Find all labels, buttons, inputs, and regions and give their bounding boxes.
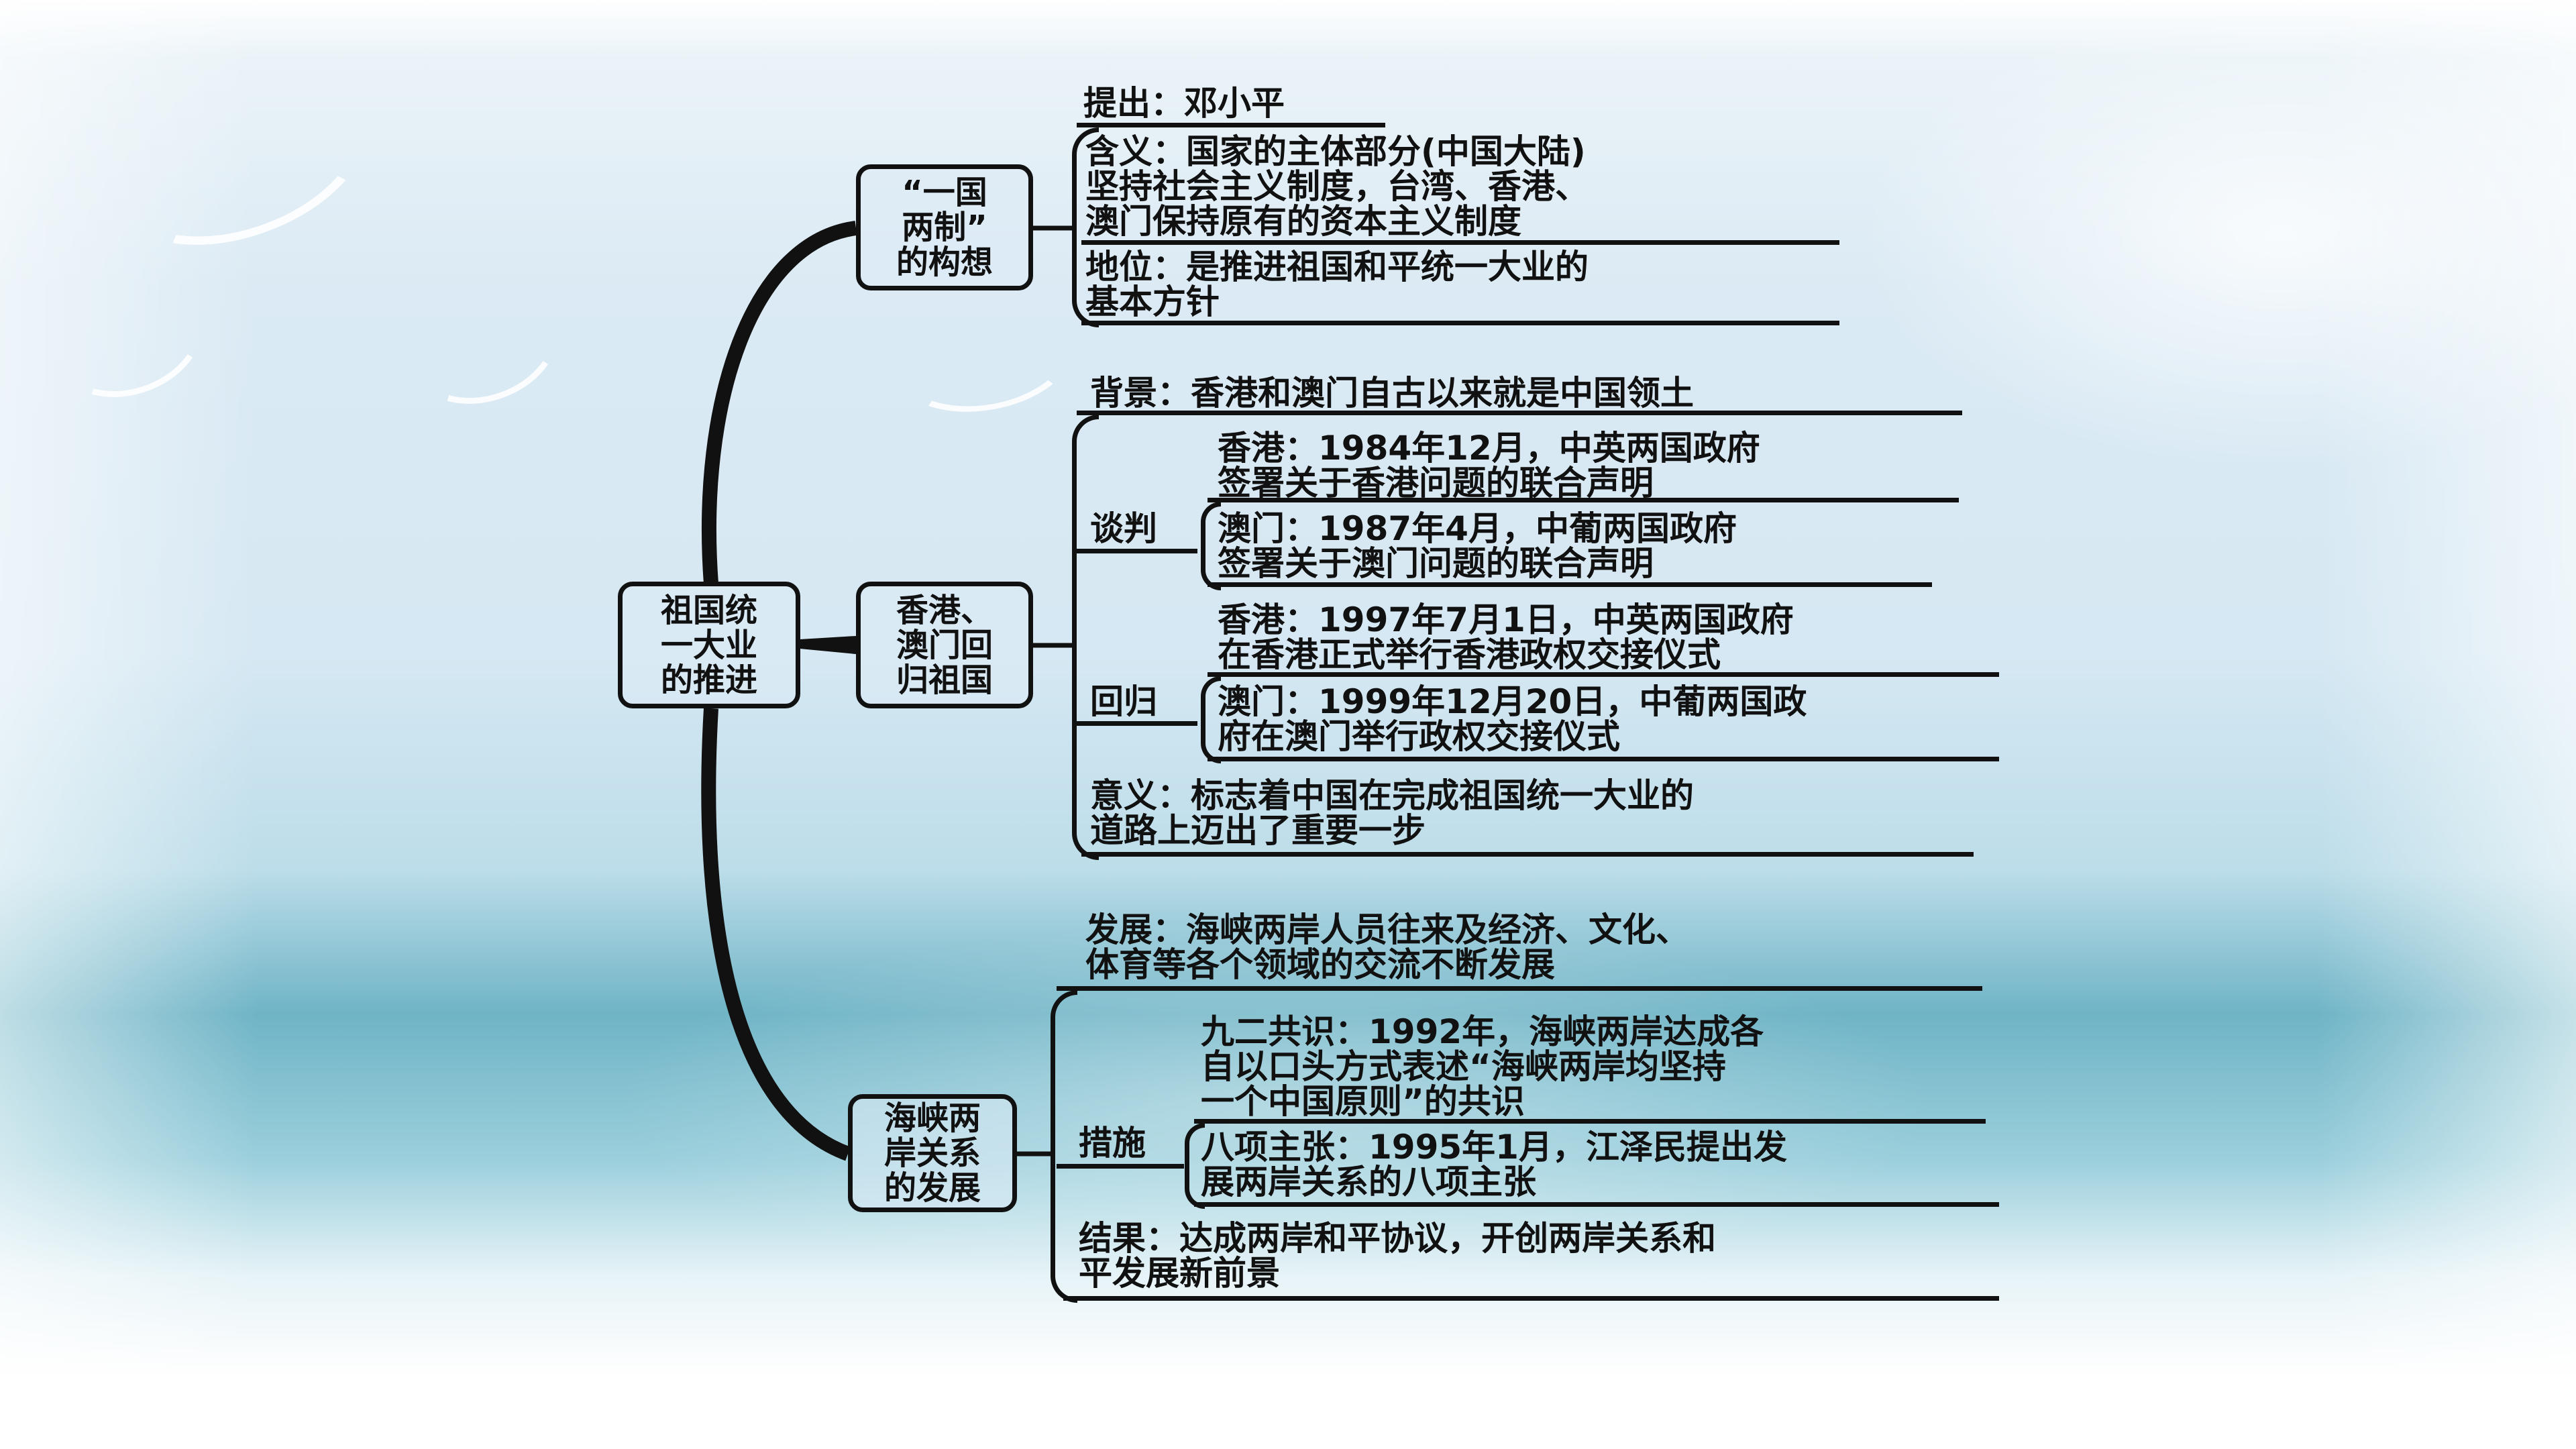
underline xyxy=(1063,1296,1999,1301)
group-label-return: 回归 xyxy=(1090,682,1157,721)
underline xyxy=(1081,321,1839,325)
leaf-macao-negotiation-line1: 澳门：1987年4月，中葡两国政府 xyxy=(1218,509,1737,548)
leaf-macao-return-line2: 府在澳门举行政权交接仪式 xyxy=(1218,717,1620,756)
leaf-hk-negotiation-line1: 香港：1984年12月，中英两国政府 xyxy=(1218,429,1760,468)
leaf-status-line1: 地位：是推进祖国和平统一大业的 xyxy=(1085,248,1589,286)
underline xyxy=(1194,1119,1986,1124)
leaf-result-line1: 结果：达成两岸和平协议，开创两岸关系和 xyxy=(1079,1219,1716,1258)
underline xyxy=(1077,721,1197,726)
underline xyxy=(1081,240,1839,245)
leaf-status-line2: 基本方针 xyxy=(1085,282,1220,321)
branch-node-hk-macao-return[interactable]: 香港、 澳门回 归祖国 xyxy=(856,582,1033,708)
underline xyxy=(1077,123,1385,127)
leaf-eight-points-line2: 展两岸关系的八项主张 xyxy=(1201,1163,1536,1201)
leaf-hk-return-line2: 在香港正式举行香港政权交接仪式 xyxy=(1218,635,1721,674)
leaf-result-line2: 平发展新前景 xyxy=(1079,1254,1280,1293)
leaf-1992-consensus-line2: 自以口头方式表述“海峡两岸均坚持 xyxy=(1201,1047,1726,1086)
leaf-significance-line2: 道路上迈出了重要一步 xyxy=(1090,811,1426,850)
group-label-measures: 措施 xyxy=(1079,1124,1146,1163)
leaf-proposer: 提出：邓小平 xyxy=(1083,84,1285,123)
branch-node-cross-strait[interactable]: 海峡两 岸关系 的发展 xyxy=(848,1094,1017,1212)
leaf-significance-line1: 意义：标志着中国在完成祖国统一大业的 xyxy=(1090,776,1694,815)
underline xyxy=(1208,582,1932,587)
underline xyxy=(1077,411,1962,415)
leaf-meaning-line1: 含义：国家的主体部分(中国大陆) xyxy=(1085,132,1586,171)
leaf-macao-negotiation-line2: 签署关于澳门问题的联合声明 xyxy=(1218,544,1654,583)
underline xyxy=(1208,672,1999,677)
underline xyxy=(1077,549,1197,553)
leaf-1992-consensus-line1: 九二共识：1992年，海峡两岸达成各 xyxy=(1201,1012,1764,1051)
underline xyxy=(1081,852,1974,857)
underline xyxy=(1208,757,1999,761)
leaf-1992-consensus-line3: 一个中国原则”的共识 xyxy=(1201,1082,1525,1121)
underline xyxy=(1194,1202,1999,1207)
bracket xyxy=(1201,502,1221,590)
branch-node-one-country-two-systems[interactable]: “一国 两制” 的构想 xyxy=(856,164,1033,290)
leaf-hk-negotiation-line2: 签署关于香港问题的联合声明 xyxy=(1218,464,1654,502)
leaf-development-line2: 体育等各个领域的交流不断发展 xyxy=(1085,945,1555,984)
underline xyxy=(1057,986,1982,991)
root-node[interactable]: 祖国统 一大业 的推进 xyxy=(618,582,800,708)
leaf-development-line1: 发展：海峡两岸人员往来及经济、文化、 xyxy=(1085,910,1689,949)
leaf-meaning-line2: 坚持社会主义制度，台湾、香港、 xyxy=(1085,167,1589,206)
underline xyxy=(1057,1164,1184,1169)
bracket xyxy=(1051,990,1077,1303)
leaf-meaning-line3: 澳门保持原有的资本主义制度 xyxy=(1085,202,1521,241)
leaf-hk-return-line1: 香港：1997年7月1日，中英两国政府 xyxy=(1218,600,1794,639)
leaf-macao-return-line1: 澳门：1999年12月20日，中葡两国政 xyxy=(1218,682,1807,721)
leaf-background: 背景：香港和澳门自古以来就是中国领土 xyxy=(1090,374,1694,413)
leaf-eight-points-line1: 八项主张：1995年1月，江泽民提出发 xyxy=(1201,1128,1787,1167)
underline xyxy=(1208,498,1959,502)
group-label-negotiation: 谈判 xyxy=(1090,509,1157,548)
